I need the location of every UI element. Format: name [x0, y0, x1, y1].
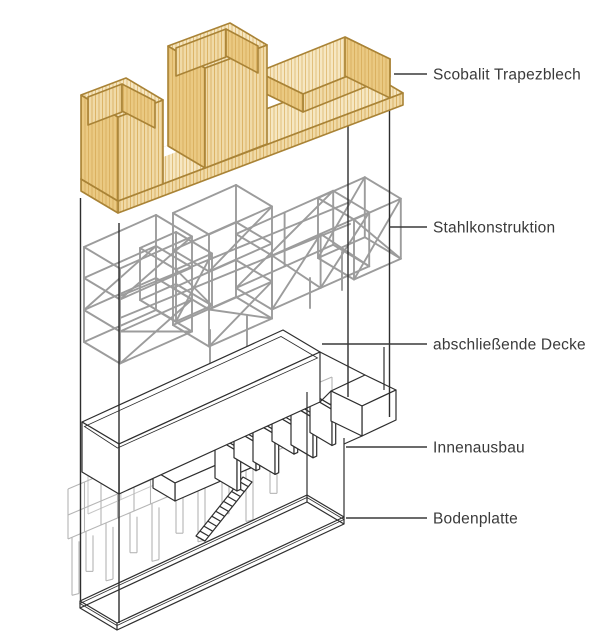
steel-member — [235, 221, 273, 245]
steel-member — [353, 197, 402, 221]
label-scobalit: Scobalit Trapezblech — [433, 67, 581, 84]
stair-tread — [207, 520, 218, 527]
steel-member — [208, 280, 273, 311]
plank-bottom — [71, 592, 80, 596]
steel-member — [139, 299, 177, 323]
steel-member — [353, 257, 402, 281]
steel-member — [317, 176, 366, 199]
stair-tread — [215, 510, 226, 517]
roof-trapezblech — [80, 22, 404, 214]
steel-member — [235, 184, 273, 208]
steel-brace — [235, 189, 335, 289]
steel-brace — [208, 308, 273, 320]
stair-tread — [199, 530, 210, 537]
stair-tread — [211, 515, 222, 522]
steel-structure — [83, 176, 402, 376]
steel-member — [83, 277, 121, 301]
steel-member — [172, 324, 210, 348]
steel-member — [208, 317, 273, 348]
stair-tread — [219, 505, 230, 513]
steel-member — [235, 233, 273, 257]
stair-tread — [223, 500, 233, 508]
steel-member — [172, 212, 210, 236]
steel-brace — [208, 205, 273, 273]
steel-brace — [353, 218, 402, 260]
steel-member — [139, 283, 177, 301]
guide-lines — [79, 100, 391, 623]
steel-brace — [83, 245, 157, 311]
steel-member — [363, 236, 402, 260]
right-annex-box — [319, 347, 397, 437]
lower-assembly — [67, 329, 397, 631]
steel-member — [139, 231, 177, 249]
plank-bottom — [151, 559, 160, 562]
steel-member — [317, 236, 366, 259]
steel-member — [175, 283, 213, 307]
steel-member — [119, 298, 193, 333]
steel-member — [119, 223, 351, 319]
steel-member — [175, 231, 213, 255]
steel-brace — [317, 176, 366, 259]
steel-member — [175, 304, 213, 323]
label-bodenplatte: Bodenplatte — [433, 511, 518, 528]
steel-member — [119, 330, 193, 365]
stair-tread — [195, 535, 206, 542]
plank-bottom — [105, 578, 114, 582]
steel-member — [172, 287, 210, 311]
plank-bottom — [245, 519, 254, 523]
steel-member — [235, 296, 273, 320]
floor-slab — [79, 495, 345, 631]
steel-member — [139, 247, 177, 271]
steel-member — [83, 341, 121, 365]
stair-tread — [231, 490, 241, 498]
steel-member — [172, 184, 237, 214]
leader-lines — [322, 73, 427, 519]
steel-brace — [271, 254, 322, 289]
stair-tread — [227, 495, 237, 503]
stair-tread — [203, 525, 214, 532]
steel-member — [208, 205, 273, 236]
label-stahl: Stahlkonstruktion — [433, 220, 555, 237]
steel-member — [363, 176, 402, 200]
steel-member — [172, 249, 210, 273]
steel-member — [235, 287, 273, 311]
steel-member — [175, 252, 213, 271]
label-decke: abschließende Decke — [433, 337, 586, 354]
labels: Scobalit Trapezblech Stahlkonstruktion a… — [433, 67, 586, 528]
label-innenausbau: Innenausbau — [433, 440, 525, 457]
rooflight-box-left — [80, 77, 164, 202]
rooflight-box-middle — [167, 22, 268, 169]
steel-member — [155, 214, 193, 238]
steel-member — [119, 201, 351, 297]
steel-member — [83, 309, 121, 333]
staircase — [195, 476, 253, 542]
steel-member — [83, 246, 121, 270]
steel-member — [83, 214, 157, 248]
